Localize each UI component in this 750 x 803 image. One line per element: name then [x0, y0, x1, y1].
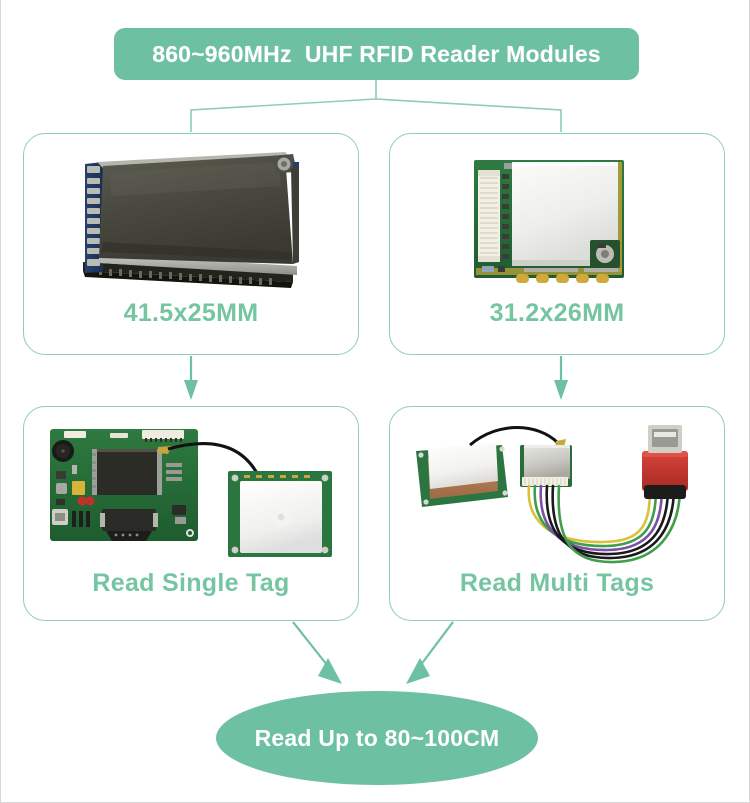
diagram-title-text: 860~960MHz UHF RFID Reader Modules — [152, 40, 601, 67]
result-text: Read Up to 80~100CM — [254, 724, 500, 751]
uhf-rfid-module-green-pcb-silver-shield-photo — [474, 160, 624, 283]
arrowhead-read-single-to-result — [318, 658, 342, 684]
photo-module-large — [24, 142, 358, 302]
arrowhead-module-large-down — [184, 380, 198, 400]
card-module-small[interactable]: 31.2x26MM — [389, 133, 725, 355]
caption-module-large: 41.5x25MM — [123, 299, 259, 327]
photo-module-small — [390, 144, 724, 304]
connector-line-read-multi-to-result — [416, 621, 454, 671]
card-read-multi[interactable]: Read Multi Tags — [389, 406, 725, 621]
connector-line-read-single-to-result — [292, 621, 332, 671]
photo-read-single — [24, 413, 358, 563]
arrowhead-module-small-down — [554, 380, 568, 400]
caption-read-single: Read Single Tag — [92, 569, 290, 597]
rfid-module-antenna-usb-cable-photo — [416, 425, 688, 564]
arrowhead-read-multi-to-result — [406, 658, 430, 684]
card-read-single[interactable]: Read Single Tag — [23, 406, 359, 621]
result-ellipse: Read Up to 80~100CM — [216, 691, 538, 785]
diagram-title-banner: 860~960MHz UHF RFID Reader Modules — [114, 28, 639, 80]
connector-title-to-module-small — [375, 98, 562, 132]
caption-read-multi: Read Multi Tags — [459, 569, 655, 597]
uhf-rfid-module-shielded-black-pcb-photo — [83, 152, 299, 288]
photo-read-multi — [390, 415, 724, 565]
card-module-large[interactable]: 41.5x25MM — [23, 133, 359, 355]
connector-title-to-module-large — [190, 98, 377, 132]
rfid-demo-board-with-patch-antenna-photo — [50, 429, 332, 557]
caption-module-small: 31.2x26MM — [489, 299, 625, 327]
